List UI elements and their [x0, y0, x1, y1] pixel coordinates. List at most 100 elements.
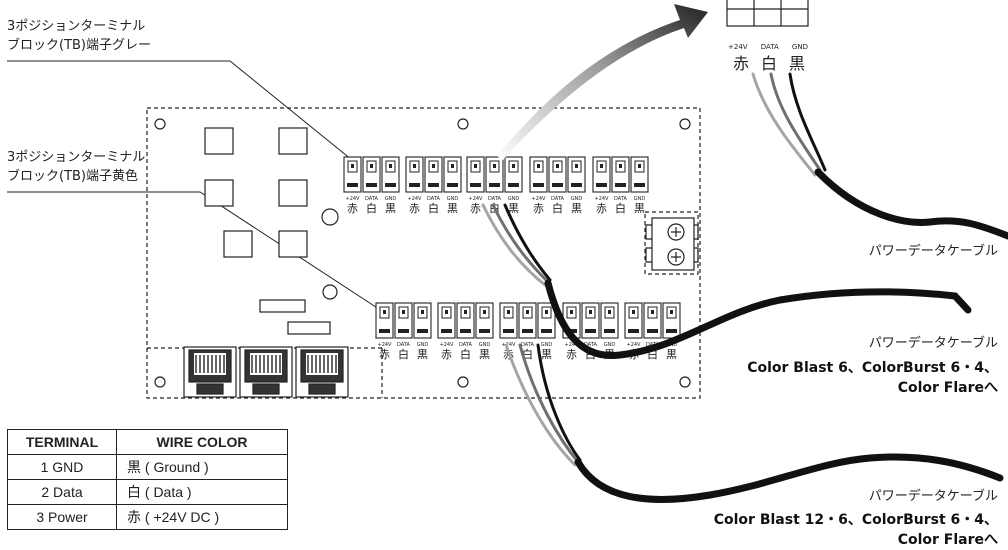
cable2-label: パワーデータケーブル: [868, 336, 998, 351]
tb-gray-callout: 3ポジションターミナル ブロック(TB)端子グレー: [7, 17, 151, 55]
pin-label: DATA: [614, 196, 627, 202]
wire-color-label: 黒: [508, 202, 519, 215]
pin-label: DATA: [521, 342, 534, 348]
color-label-black: 黒: [788, 54, 805, 73]
legend-terminal: 1 GND: [7, 454, 117, 480]
pin-label: GND: [385, 196, 397, 202]
tb-gray-label-line2: ブロック(TB)端子グレー: [7, 38, 152, 53]
wire-color-label: 黒: [479, 348, 490, 361]
color-label-red: 赤: [733, 54, 750, 73]
pin-label: GND: [571, 196, 583, 202]
wire-color-label: 黒: [417, 348, 428, 361]
mounting-holes: [154, 118, 691, 388]
tb-yellow-label-line1: 3ポジションターミナル: [7, 150, 146, 165]
pin-label: GND: [604, 342, 616, 348]
wire-color-label: 白: [647, 347, 658, 361]
zoomed-connector: [726, 0, 809, 27]
table-row: 3 Power 赤 ( +24V DC ): [7, 504, 288, 530]
rj45-jack: [295, 346, 349, 398]
zoomed-pin-labels: +24V DATA GND: [728, 43, 808, 51]
rj45-jack: [239, 346, 293, 398]
pin-label: +24V: [408, 196, 423, 202]
cable2-dest-line1: Color Blast 6、ColorBurst 6・4、: [747, 360, 998, 376]
leader-yellow: [7, 191, 386, 314]
wire-color-label: 赤: [596, 202, 607, 215]
table-row: 1 GND 黒 ( Ground ): [7, 454, 288, 480]
pin-label: GND: [417, 342, 429, 348]
pin-label-gnd: GND: [791, 43, 808, 51]
table-row: 2 Data 白 ( Data ): [7, 479, 288, 505]
wire-color-label: 白: [366, 201, 377, 215]
cable-zoomed: [751, 72, 1008, 240]
legend-terminal: 2 Data: [7, 479, 117, 505]
wire-color-label: 赤: [441, 348, 452, 361]
terminal-blocks-top: +24V赤DATA白GND黒+24V赤DATA白GND黒+24V赤DATA白GN…: [343, 156, 649, 215]
wire-color-label: 黒: [541, 348, 552, 361]
pin-label: +24V: [469, 196, 484, 202]
cable-2: [481, 203, 972, 360]
pin-label: DATA: [488, 196, 501, 202]
cable2-dest-line2: Color Flareへ: [897, 380, 998, 396]
leader-gray: [7, 60, 353, 161]
wire-color-label: 黒: [634, 202, 645, 215]
cable3-dest-line2: Color Flareへ: [897, 532, 998, 548]
wire-color-label: 黒: [447, 202, 458, 215]
cable3-dest-line1: Color Blast 12・6、ColorBurst 6・4、: [713, 512, 998, 528]
pin-label: GND: [508, 196, 520, 202]
tb-yellow-label-line2: ブロック(TB)端子黄色: [7, 169, 139, 184]
pin-label-data: DATA: [760, 43, 779, 51]
wire-color-label: 白: [428, 201, 439, 215]
terminal-blocks-bottom: +24V赤DATA白GND黒+24V赤DATA白GND黒+24V赤DATA白GN…: [375, 302, 681, 361]
wire-color-label: 黒: [571, 202, 582, 215]
circuit-board: [146, 107, 701, 399]
pin-label: GND: [447, 196, 459, 202]
pin-label: +24V: [440, 342, 455, 348]
legend-header-row: TERMINAL WIRE COLOR: [7, 429, 288, 455]
pin-label: +24V: [346, 196, 361, 202]
wire-color-label: 赤: [379, 348, 390, 361]
wire-color-label: 赤: [347, 202, 358, 215]
cable-3: [504, 343, 1004, 503]
wire-color-legend: TERMINAL WIRE COLOR 1 GND 黒 ( Ground ) 2…: [7, 429, 288, 530]
color-label-white: 白: [760, 54, 777, 73]
pin-label: +24V: [627, 342, 642, 348]
wire-color-label: 赤: [470, 202, 481, 215]
rj45-jacks: [183, 346, 349, 398]
wire-color-label: 白: [522, 347, 533, 361]
legend-wire-color: 白 ( Data ): [116, 479, 288, 505]
cable1-label: パワーデータケーブル: [868, 244, 998, 259]
zoomed-color-labels: 赤 白 黒: [733, 50, 805, 74]
wire-color-label: 白: [552, 201, 563, 215]
pin-label: +24V: [502, 342, 517, 348]
wire-color-label: 黒: [666, 348, 677, 361]
pin-label: +24V: [532, 196, 547, 202]
legend-wire-color: 黒 ( Ground ): [116, 454, 288, 480]
wire-color-label: 赤: [566, 348, 577, 361]
callout-leaders: [7, 60, 386, 314]
wire-color-label: 赤: [533, 202, 544, 215]
wire-color-label: 白: [460, 347, 471, 361]
cable3-destination: Color Blast 12・6、ColorBurst 6・4、 Color F…: [714, 510, 998, 550]
pin-label: DATA: [427, 196, 440, 202]
pin-label: GND: [479, 342, 491, 348]
wire-color-label: 黒: [385, 202, 396, 215]
pin-label: DATA: [365, 196, 378, 202]
legend-wire-color: 赤 ( +24V DC ): [116, 504, 288, 530]
wire-color-label: 赤: [409, 202, 420, 215]
pin-label-pos: +24V: [728, 43, 748, 51]
pin-label: +24V: [378, 342, 393, 348]
potentiometers: [645, 217, 699, 271]
legend-header-terminal: TERMINAL: [7, 429, 117, 455]
pin-label: DATA: [551, 196, 564, 202]
wire-color-label: 白: [398, 347, 409, 361]
tb-yellow-callout: 3ポジションターミナル ブロック(TB)端子黄色: [7, 148, 145, 186]
cable2-destination: Color Blast 6、ColorBurst 6・4、 Color Flar…: [747, 358, 998, 398]
